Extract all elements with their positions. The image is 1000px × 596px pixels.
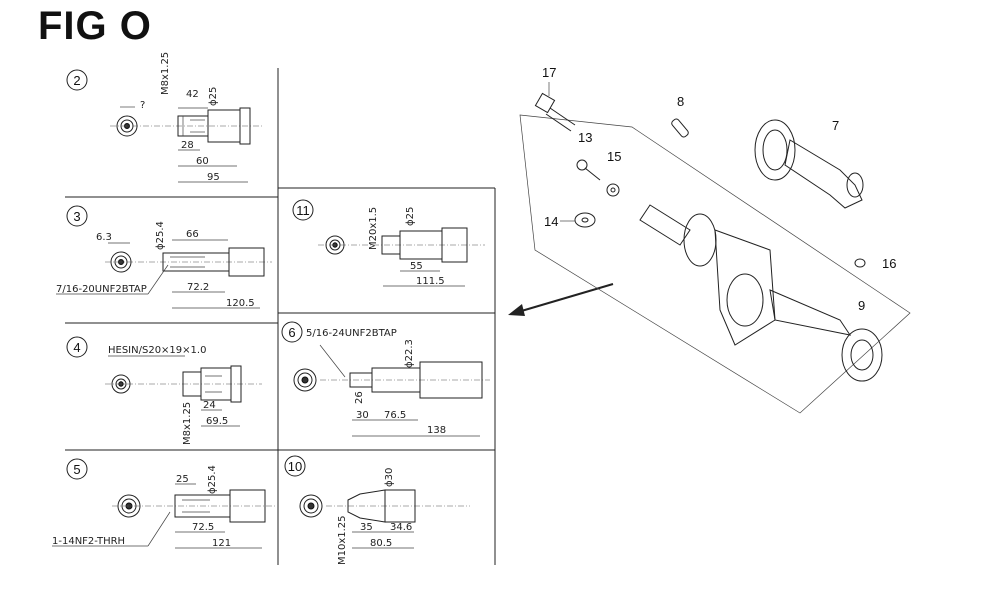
panel-variant-5: 5 25 ϕ25.4 72.5 121 1-14NF2-THRH	[52, 458, 275, 549]
callout-number: 5	[73, 462, 80, 477]
dim-label: 30	[356, 410, 369, 421]
dim-label: 35	[360, 522, 373, 533]
dim-label: ϕ30	[384, 468, 395, 487]
part-callout: 13	[578, 130, 592, 145]
shaft-drawing	[174, 489, 266, 523]
dim-label: 24	[203, 400, 216, 411]
panel-variant-6: 6 5/16-24UNF2BTAP ϕ22.3 26 30 76.5 138	[281, 321, 490, 437]
callout-number: 2	[73, 73, 80, 88]
callout-number: 3	[73, 209, 80, 224]
dim-label: 6.3	[96, 232, 112, 243]
shaft-drawing	[182, 365, 242, 403]
dim-label: ϕ25	[208, 87, 219, 106]
dim-label: 55	[410, 261, 423, 272]
callout-circle	[281, 321, 303, 343]
pin-icon	[854, 258, 866, 268]
screw-icon	[576, 159, 601, 181]
exploded-view: 17 8 7 13 15 14	[519, 65, 911, 414]
thread-label: 5/16-24UNF2BTAP	[306, 328, 397, 339]
dim-label: 76.5	[384, 410, 406, 421]
dim-label: 120.5	[226, 298, 255, 309]
callout-number: 4	[73, 340, 80, 355]
washer-icon	[606, 183, 620, 197]
callout-number: 6	[288, 325, 295, 340]
part-callout: 8	[677, 94, 684, 109]
washer-icon	[574, 212, 596, 228]
dim-label: 111.5	[416, 276, 445, 287]
shaft-drawing	[349, 361, 483, 399]
callout-circle	[66, 458, 88, 480]
thread-label: M8x1.25	[182, 402, 193, 445]
part-callout: 14	[544, 214, 558, 229]
dim-label: 80.5	[370, 538, 392, 549]
dim-label: ϕ22.3	[404, 339, 415, 368]
crankshaft-icon	[639, 204, 852, 346]
thread-label: 1-14NF2-THRH	[52, 536, 125, 547]
part-callout: 15	[607, 149, 621, 164]
dim-label: 42	[186, 89, 199, 100]
thread-label: HESIN/S20×19×1.0	[108, 345, 206, 356]
dim-label: ϕ25.4	[155, 221, 166, 250]
dim-label: 95	[207, 172, 220, 183]
part-callout: 7	[832, 118, 839, 133]
dim-label: ϕ25	[405, 207, 416, 226]
bolt-icon	[534, 92, 576, 132]
panel-variant-10: 10 ϕ30 M10x1.25 35 34.6 80.5	[284, 455, 470, 565]
figure-title: FIG O	[38, 4, 152, 48]
dim-label: 69.5	[206, 416, 228, 427]
end-view-icon	[293, 368, 317, 392]
callout-number: 11	[296, 203, 310, 218]
callout-circle	[284, 455, 306, 477]
shaft-drawing	[162, 247, 265, 277]
dim-label: ϕ25.4	[207, 465, 218, 494]
shaft-drawing	[347, 489, 416, 523]
panel-variant-4: 4 HESIN/S20×19×1.0 M8x1.25 24 69.5	[66, 336, 262, 445]
panel-variant-2: 2 ? M8x1.25 42 ϕ25 28 60 95	[66, 52, 262, 183]
thread-label: M20x1.5	[368, 207, 379, 250]
callout-circle	[66, 69, 88, 91]
shaft-drawing	[381, 227, 468, 263]
dim-label: 25	[176, 474, 189, 485]
thread-label: 7/16-20UNF2BTAP	[56, 284, 147, 295]
key-icon	[671, 118, 689, 138]
pointer-arrow	[508, 283, 614, 316]
dim-label: 60	[196, 156, 209, 167]
gear-shaft-icon	[754, 119, 864, 209]
panel-variant-11: 11 M20x1.5 ϕ25 55 111.5	[292, 199, 485, 287]
dim-label: 34.6	[390, 522, 412, 533]
bearing-icon	[841, 328, 883, 382]
part-callout: 16	[882, 256, 896, 271]
panel-variant-3: 3 6.3 ϕ25.4 66 72.2 120.5 7/16-20UNF2BTA…	[56, 205, 272, 309]
dim-label: 72.5	[192, 522, 214, 533]
dim-label: 121	[212, 538, 231, 549]
part-callout: 9	[858, 298, 865, 313]
panel-grid	[65, 68, 496, 565]
callout-number: 10	[288, 459, 302, 474]
dim-label: 72.2	[187, 282, 209, 293]
dim-label: 26	[354, 391, 365, 404]
thread-label: M10x1.25	[337, 515, 348, 565]
dim-label: 28	[181, 140, 194, 151]
thread-label: M8x1.25	[160, 52, 171, 95]
dim-label: 66	[186, 229, 199, 240]
part-callout: 17	[542, 65, 556, 80]
callout-circle	[66, 336, 88, 358]
shaft-drawing	[177, 107, 251, 145]
dim-label: 138	[427, 425, 446, 436]
callout-circle	[66, 205, 88, 227]
end-view-icon	[299, 494, 323, 518]
dim-label: ?	[140, 100, 145, 111]
callout-circle	[292, 199, 314, 221]
